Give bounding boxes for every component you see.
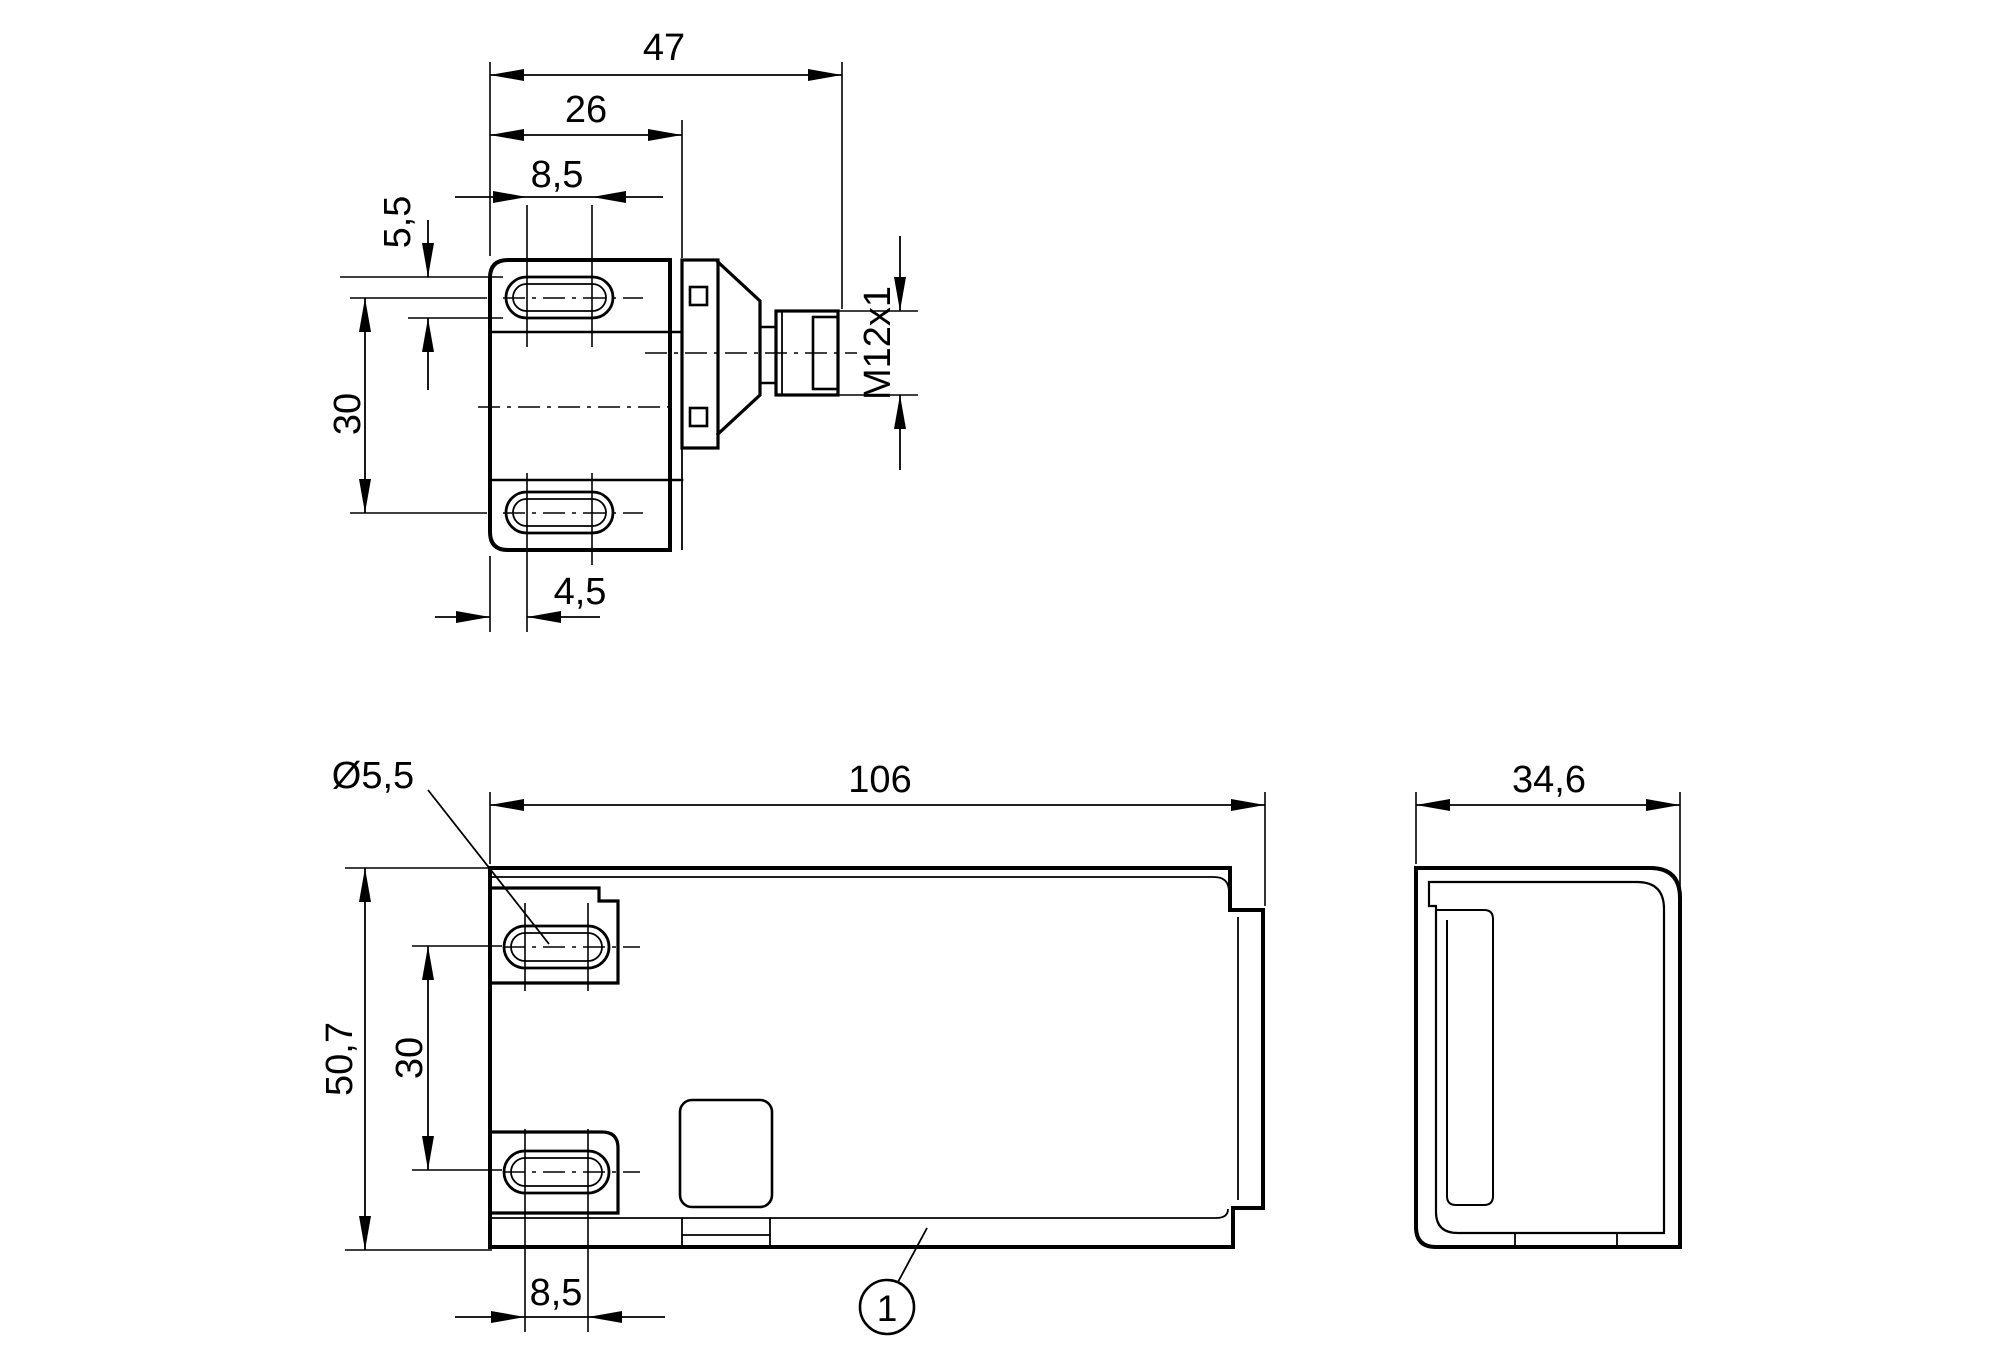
hole-dia-leader bbox=[427, 789, 550, 945]
indicator-window bbox=[678, 1098, 774, 1209]
dim-label-8-5-top: 8,5 bbox=[531, 154, 584, 196]
bracket-ear-upper bbox=[488, 886, 620, 985]
cap-detail-lower bbox=[688, 406, 709, 428]
dim-side-hole-pitch-30: 30 bbox=[389, 945, 502, 1171]
dim-side-height-50-7: 50,7 bbox=[319, 867, 492, 1251]
dim-label-26: 26 bbox=[565, 89, 607, 131]
dim-side-length-106: 106 bbox=[489, 759, 1266, 906]
side-inner-bottom-line bbox=[490, 1208, 1229, 1219]
end-outer-contour bbox=[1414, 866, 1682, 1249]
dim-label-47: 47 bbox=[643, 27, 685, 69]
dim-top-slot-width-5-5: 5,5 bbox=[340, 196, 503, 390]
dim-side-slot-length-8-5: 8,5 bbox=[455, 1272, 665, 1323]
callout-1: 1 bbox=[858, 1227, 928, 1336]
dim-top-housing-width-26: 26 bbox=[490, 89, 683, 258]
end-view bbox=[1414, 866, 1682, 1249]
end-inner-panel bbox=[1436, 909, 1494, 1206]
connector-cone bbox=[715, 259, 762, 437]
dim-top-total-width-47: 47 bbox=[489, 27, 843, 309]
cap-detail-upper bbox=[688, 285, 709, 307]
dim-label-50-7: 50,7 bbox=[319, 1022, 361, 1096]
callout-1-leader bbox=[897, 1227, 928, 1283]
dim-top-hole-pitch-30: 30 bbox=[327, 297, 487, 514]
dim-label-m12x1: M12x1 bbox=[857, 286, 899, 400]
top-view bbox=[478, 205, 857, 632]
callout-1-balloon bbox=[858, 1278, 916, 1336]
end-inner-contour bbox=[1427, 880, 1666, 1235]
dim-label-34-6: 34,6 bbox=[1512, 759, 1586, 801]
dim-label-4-5: 4,5 bbox=[554, 571, 607, 613]
dim-label-106: 106 bbox=[848, 759, 911, 801]
bracket-ear-lower bbox=[488, 1130, 620, 1215]
bracket-plate-outline bbox=[488, 258, 672, 552]
side-view bbox=[488, 866, 1265, 1332]
side-inner-top-line bbox=[490, 876, 1230, 906]
dim-label-30-side: 30 bbox=[389, 1037, 431, 1079]
callout-1-label: 1 bbox=[877, 1288, 898, 1329]
dim-label-30-top: 30 bbox=[327, 393, 369, 435]
dim-label-8-5-side: 8,5 bbox=[530, 1272, 583, 1314]
dim-top-edge-to-hole-4-5: 4,5 bbox=[435, 556, 606, 632]
dim-top-slot-length-8-5: 8,5 bbox=[455, 154, 663, 203]
dim-connector-thread-m12x1: M12x1 bbox=[828, 236, 918, 470]
connector-cap bbox=[680, 258, 720, 450]
dim-end-depth-34-6: 34,6 bbox=[1415, 759, 1681, 896]
side-body-outline bbox=[488, 866, 1265, 1249]
dim-label-5-5: 5,5 bbox=[377, 196, 419, 249]
dim-side-hole-diameter: Ø5,5 bbox=[332, 755, 550, 945]
dim-label-dia-5-5: Ø5,5 bbox=[332, 755, 414, 797]
